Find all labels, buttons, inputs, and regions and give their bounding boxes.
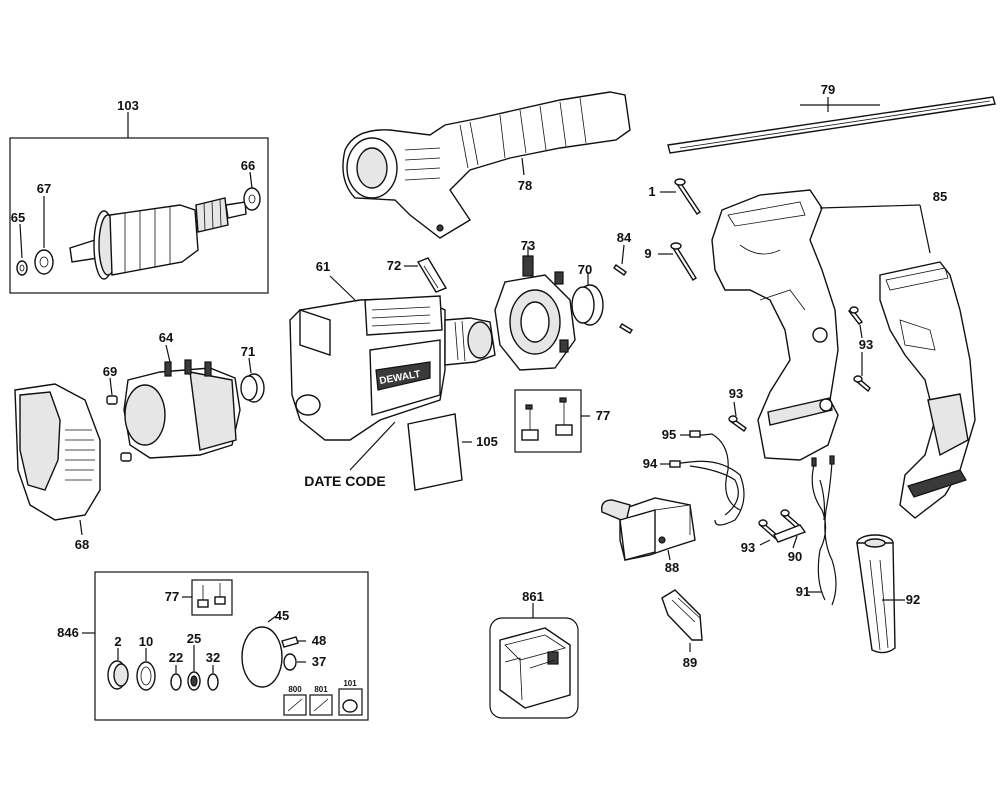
label-10: 10	[139, 634, 153, 649]
screw-9: 9	[644, 242, 697, 281]
label-68: 68	[75, 537, 89, 552]
label-94: 94	[643, 456, 658, 471]
label-37: 37	[312, 654, 326, 669]
label-67: 67	[37, 181, 51, 196]
label-101: 101	[343, 679, 357, 688]
label-84: 84	[617, 230, 632, 245]
screws-93-90-lower: 93 90	[741, 509, 807, 564]
label-73: 73	[521, 238, 535, 253]
label-48: 48	[312, 633, 326, 648]
label-90: 90	[788, 549, 802, 564]
label-22: 22	[169, 650, 183, 665]
label-1: 1	[648, 184, 655, 199]
label-91: 91	[796, 584, 810, 599]
label-105: 105	[476, 434, 498, 449]
label-79: 79	[821, 82, 835, 97]
label-801: 801	[314, 685, 328, 694]
cord-protector-92: 92	[856, 534, 920, 654]
label-89: 89	[683, 655, 697, 670]
pins-69: 69	[103, 364, 132, 462]
bracket-89: 89	[661, 589, 703, 670]
field-64: 64	[123, 330, 241, 459]
label-71: 71	[241, 344, 255, 359]
label-2: 2	[114, 634, 121, 649]
ring-70: 70	[571, 262, 604, 326]
label-65: 65	[11, 210, 25, 225]
bearing-67	[34, 249, 54, 275]
label-103: 103	[117, 98, 139, 113]
cord-91: 91	[796, 455, 837, 606]
label-plate-105: 105	[407, 413, 498, 491]
screw-1: 1	[648, 178, 701, 215]
screws-93-right: 93	[847, 306, 873, 393]
group-box-103	[9, 137, 269, 294]
screw-93-mid: 93	[728, 386, 747, 432]
label-846: 846	[57, 625, 79, 640]
label-800: 800	[288, 685, 302, 694]
screw-84: 84	[613, 230, 633, 334]
bearing-66	[243, 187, 261, 211]
label-45: 45	[275, 608, 289, 623]
label-72: 72	[387, 258, 401, 273]
washer-65	[16, 260, 28, 276]
case-861: 861	[489, 589, 579, 719]
label-88: 88	[665, 560, 679, 575]
switch-88: 88	[601, 497, 696, 575]
label-93-mid: 93	[729, 386, 743, 401]
housing-85: 85	[711, 189, 976, 519]
kit-846: 846 77 2 10 22 25 32 45	[57, 571, 369, 721]
ring-71: 71	[240, 344, 265, 403]
label-61: 61	[316, 259, 330, 274]
motor-housing-61: DEWALT 61 DATE CODE	[289, 259, 496, 489]
label-25: 25	[187, 631, 201, 646]
armature	[69, 197, 247, 280]
label-92: 92	[906, 592, 920, 607]
label-9: 9	[644, 246, 651, 261]
label-77-kit: 77	[165, 589, 179, 604]
label-93-lower: 93	[741, 540, 755, 555]
group-box-846	[94, 571, 369, 721]
clip-72: 72	[387, 257, 448, 293]
label-70: 70	[578, 262, 592, 277]
label-66: 66	[241, 158, 255, 173]
label-77-upper: 77	[596, 408, 610, 423]
brush-holder-73: 73	[494, 238, 576, 371]
label-64: 64	[159, 330, 174, 345]
label-69: 69	[103, 364, 117, 379]
armature-group-103: 103 65 67 66	[9, 98, 269, 294]
label-95: 95	[662, 427, 676, 442]
depth-rod-79: 79	[667, 82, 996, 154]
wire-94: 94	[643, 456, 745, 526]
side-handle-78: 78	[342, 91, 631, 239]
label-78: 78	[518, 178, 532, 193]
label-85: 85	[933, 189, 947, 204]
label-32: 32	[206, 650, 220, 665]
wire-95: 95	[662, 427, 741, 511]
rear-housing-68: 68	[14, 383, 101, 552]
label-861: 861	[522, 589, 544, 604]
date-code-label: DATE CODE	[304, 473, 385, 489]
brushes-77-upper: 77	[514, 389, 610, 453]
label-93-right: 93	[859, 337, 873, 352]
